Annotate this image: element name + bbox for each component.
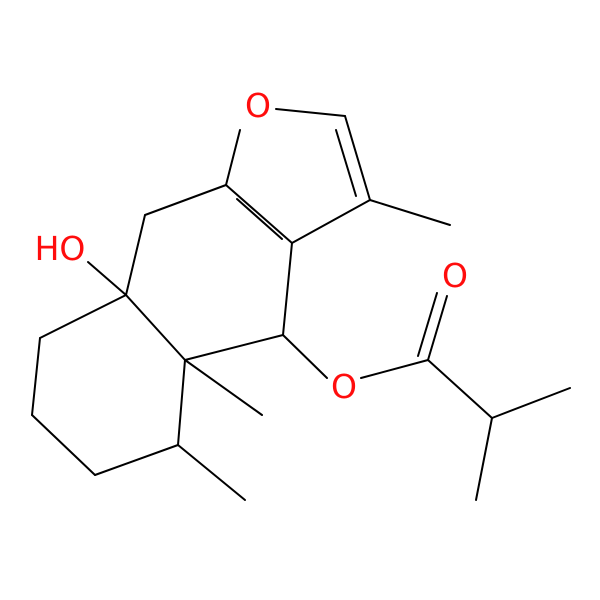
bond (475, 417, 493, 501)
bond (125, 214, 146, 296)
bond (291, 199, 371, 244)
bond (125, 294, 186, 361)
bond (369, 199, 451, 226)
bond (39, 294, 127, 339)
bond (282, 242, 293, 336)
bond (225, 129, 241, 186)
bond (225, 184, 293, 244)
bond (184, 334, 284, 361)
bond (275, 108, 346, 117)
bonds (31, 108, 571, 501)
bond (31, 414, 96, 476)
bond-double-inner (236, 198, 283, 240)
ester-oxygen-label: O (331, 367, 357, 406)
bond (427, 359, 493, 419)
bond (417, 292, 438, 357)
carbonyl-oxygen-label: O (442, 256, 468, 295)
bond (184, 359, 263, 416)
bond (144, 184, 227, 216)
bond (344, 115, 371, 201)
bond (177, 359, 186, 446)
bond (94, 444, 179, 476)
bond-double-inner (335, 129, 357, 197)
bond (491, 387, 571, 419)
bond (360, 359, 429, 379)
bond (427, 295, 448, 361)
furan-oxygen-label: O (245, 86, 271, 125)
bond (282, 334, 328, 379)
bond (177, 444, 246, 501)
bond (31, 337, 41, 416)
hydroxyl-label: HO (35, 229, 86, 268)
bond (87, 261, 127, 296)
